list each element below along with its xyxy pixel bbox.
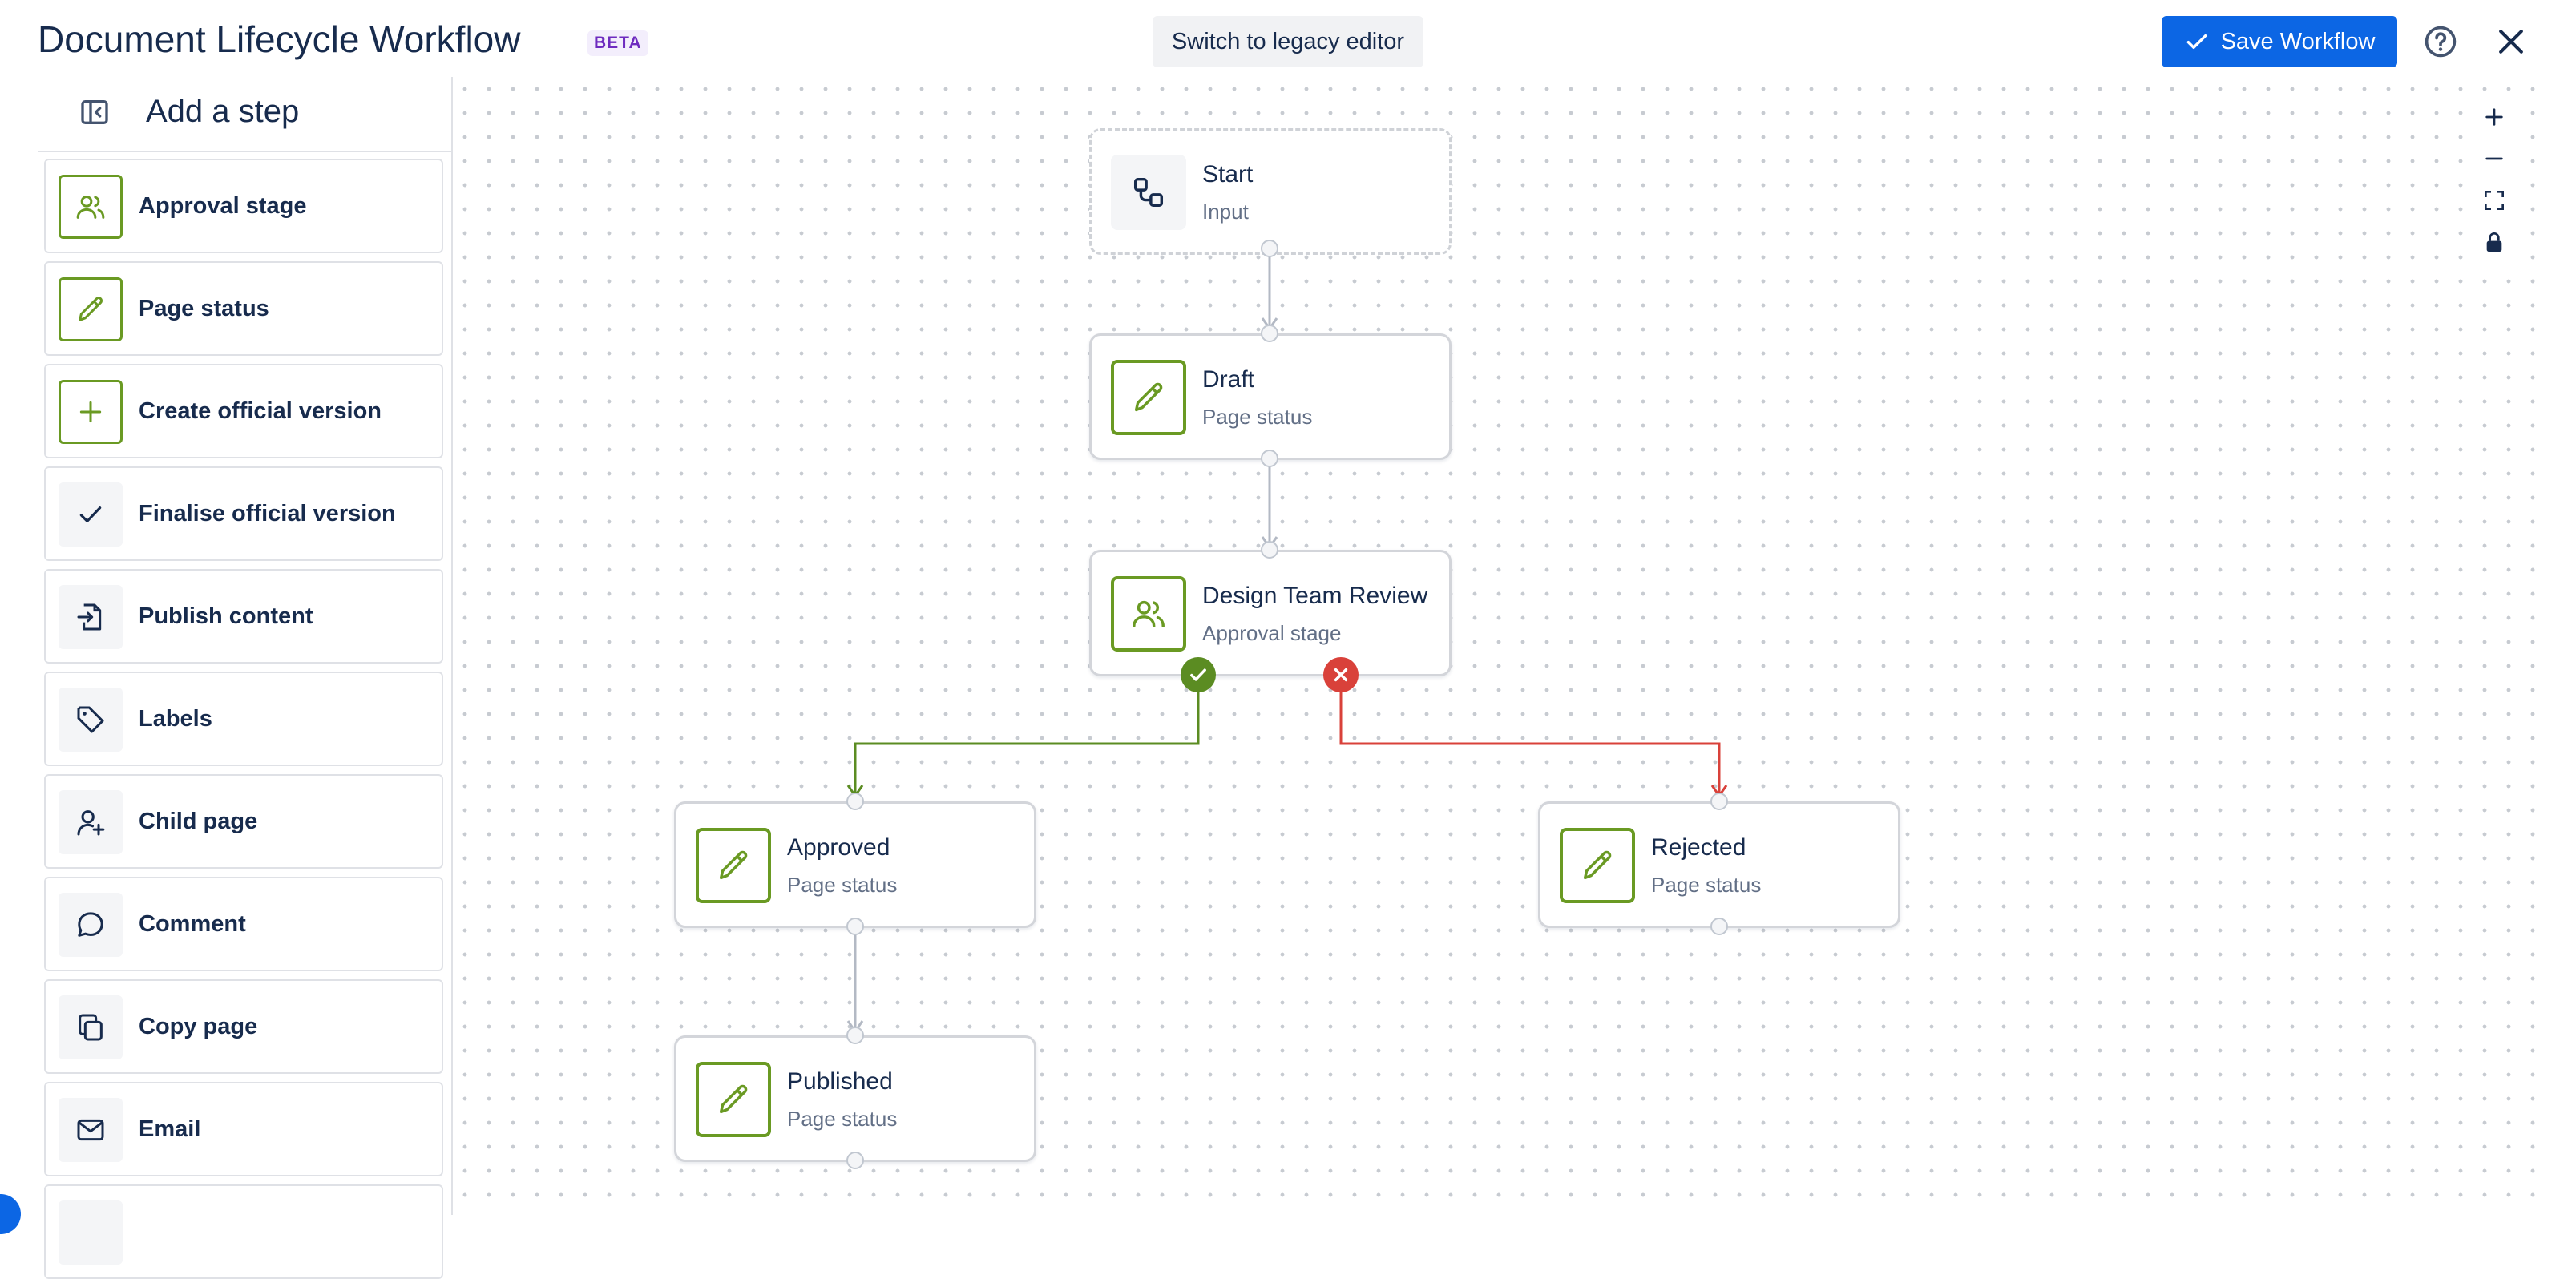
fit-view-button[interactable] xyxy=(2473,180,2515,221)
comment-icon xyxy=(59,893,123,957)
step-approval-stage[interactable]: Approval stage xyxy=(44,159,443,253)
minus-icon xyxy=(2485,157,2503,160)
approve-branch-handle[interactable] xyxy=(1181,657,1216,692)
step-label: Finalise official version xyxy=(139,500,396,527)
node-type: Input xyxy=(1202,200,1249,224)
users-icon xyxy=(1111,576,1186,652)
beta-badge: BETA xyxy=(587,30,648,56)
node-name: Approved xyxy=(787,834,890,861)
handle-approved-in[interactable] xyxy=(846,793,864,810)
step-copy-page[interactable]: Copy page xyxy=(44,979,443,1074)
email-icon xyxy=(59,1098,123,1162)
handle-rejected-out[interactable] xyxy=(1710,918,1728,935)
node-name: Published xyxy=(787,1068,893,1095)
sidebar-divider xyxy=(38,151,451,152)
users-icon xyxy=(59,175,123,239)
publish-icon xyxy=(59,585,123,649)
page-title: Document Lifecycle Workflow xyxy=(38,18,521,60)
step-label: Publish content xyxy=(139,603,313,629)
handle-draft-in[interactable] xyxy=(1261,325,1278,342)
copy-icon xyxy=(59,995,123,1059)
node-rejected[interactable]: Rejected Page status xyxy=(1538,801,1900,928)
check-icon xyxy=(59,482,123,547)
handle-rejected-in[interactable] xyxy=(1710,793,1728,810)
pencil-icon xyxy=(1560,828,1635,903)
step-labels[interactable]: Labels xyxy=(44,672,443,766)
node-name: Design Team Review xyxy=(1202,583,1428,609)
step-comment[interactable]: Comment xyxy=(44,877,443,971)
plus-icon xyxy=(59,380,123,444)
zoom-out-button[interactable] xyxy=(2473,138,2515,180)
pencil-icon xyxy=(696,1062,771,1137)
step-finalise-official-version[interactable]: Finalise official version xyxy=(44,466,443,561)
node-type: Page status xyxy=(787,1107,898,1131)
handle-published-in[interactable] xyxy=(846,1027,864,1044)
node-type: Page status xyxy=(1202,405,1313,429)
pencil-icon xyxy=(1111,360,1186,435)
workflow-canvas[interactable] xyxy=(453,77,2553,1215)
node-type: Approval stage xyxy=(1202,621,1342,645)
edge-reject-path xyxy=(1339,675,1721,793)
step-more-icon xyxy=(59,1200,123,1265)
handle-start-out[interactable] xyxy=(1261,240,1278,257)
switch-legacy-editor-button[interactable]: Switch to legacy editor xyxy=(1153,16,1423,67)
step-label: Child page xyxy=(139,808,258,834)
lock-canvas-button[interactable] xyxy=(2473,221,2515,263)
tag-icon xyxy=(59,688,123,752)
check-icon xyxy=(1190,668,1206,681)
user-plus-icon xyxy=(59,790,123,854)
handle-approved-out[interactable] xyxy=(846,918,864,935)
step-label: Create official version xyxy=(139,397,382,424)
plus-icon xyxy=(2485,108,2503,126)
help-icon[interactable] xyxy=(2423,24,2458,59)
handle-published-out[interactable] xyxy=(846,1152,864,1169)
node-published[interactable]: Published Page status xyxy=(674,1035,1036,1162)
save-workflow-label: Save Workflow xyxy=(2220,28,2376,54)
step-label: Email xyxy=(139,1116,201,1142)
zoom-in-button[interactable] xyxy=(2473,96,2515,138)
fit-view-icon xyxy=(2485,191,2504,210)
step-label: Page status xyxy=(139,295,269,321)
step-label: Comment xyxy=(139,910,246,937)
node-approved[interactable]: Approved Page status xyxy=(674,801,1036,928)
pencil-icon xyxy=(696,828,771,903)
close-icon xyxy=(1334,668,1348,682)
node-name: Start xyxy=(1202,161,1254,188)
collapse-sidebar-icon[interactable] xyxy=(79,96,111,128)
step-more[interactable] xyxy=(44,1184,443,1279)
step-label: Copy page xyxy=(139,1013,258,1039)
lock-icon xyxy=(2486,232,2502,252)
pencil-icon xyxy=(59,277,123,341)
step-create-official-version[interactable]: Create official version xyxy=(44,364,443,458)
handle-review-in[interactable] xyxy=(1261,541,1278,559)
node-name: Rejected xyxy=(1651,834,1746,861)
node-name: Draft xyxy=(1202,366,1255,393)
step-child-page[interactable]: Child page xyxy=(44,774,443,869)
check-icon xyxy=(2186,34,2207,50)
close-icon[interactable] xyxy=(2493,24,2529,59)
branch-icon xyxy=(1111,155,1186,230)
save-workflow-button[interactable]: Save Workflow xyxy=(2162,16,2397,67)
node-type: Page status xyxy=(1651,873,1762,897)
node-type: Page status xyxy=(787,873,898,897)
sidebar-title: Add a step xyxy=(146,94,300,129)
reject-branch-handle[interactable] xyxy=(1323,657,1359,692)
node-design-team-review[interactable]: Design Team Review Approval stage xyxy=(1089,550,1452,676)
handle-draft-out[interactable] xyxy=(1261,450,1278,467)
step-publish-content[interactable]: Publish content xyxy=(44,569,443,664)
step-label: Approval stage xyxy=(139,192,307,219)
node-draft[interactable]: Draft Page status xyxy=(1089,333,1452,460)
step-page-status[interactable]: Page status xyxy=(44,261,443,356)
edge-approve-path xyxy=(854,675,1200,793)
step-label: Labels xyxy=(139,705,212,732)
node-start[interactable]: Start Input xyxy=(1089,128,1452,255)
step-email[interactable]: Email xyxy=(44,1082,443,1176)
